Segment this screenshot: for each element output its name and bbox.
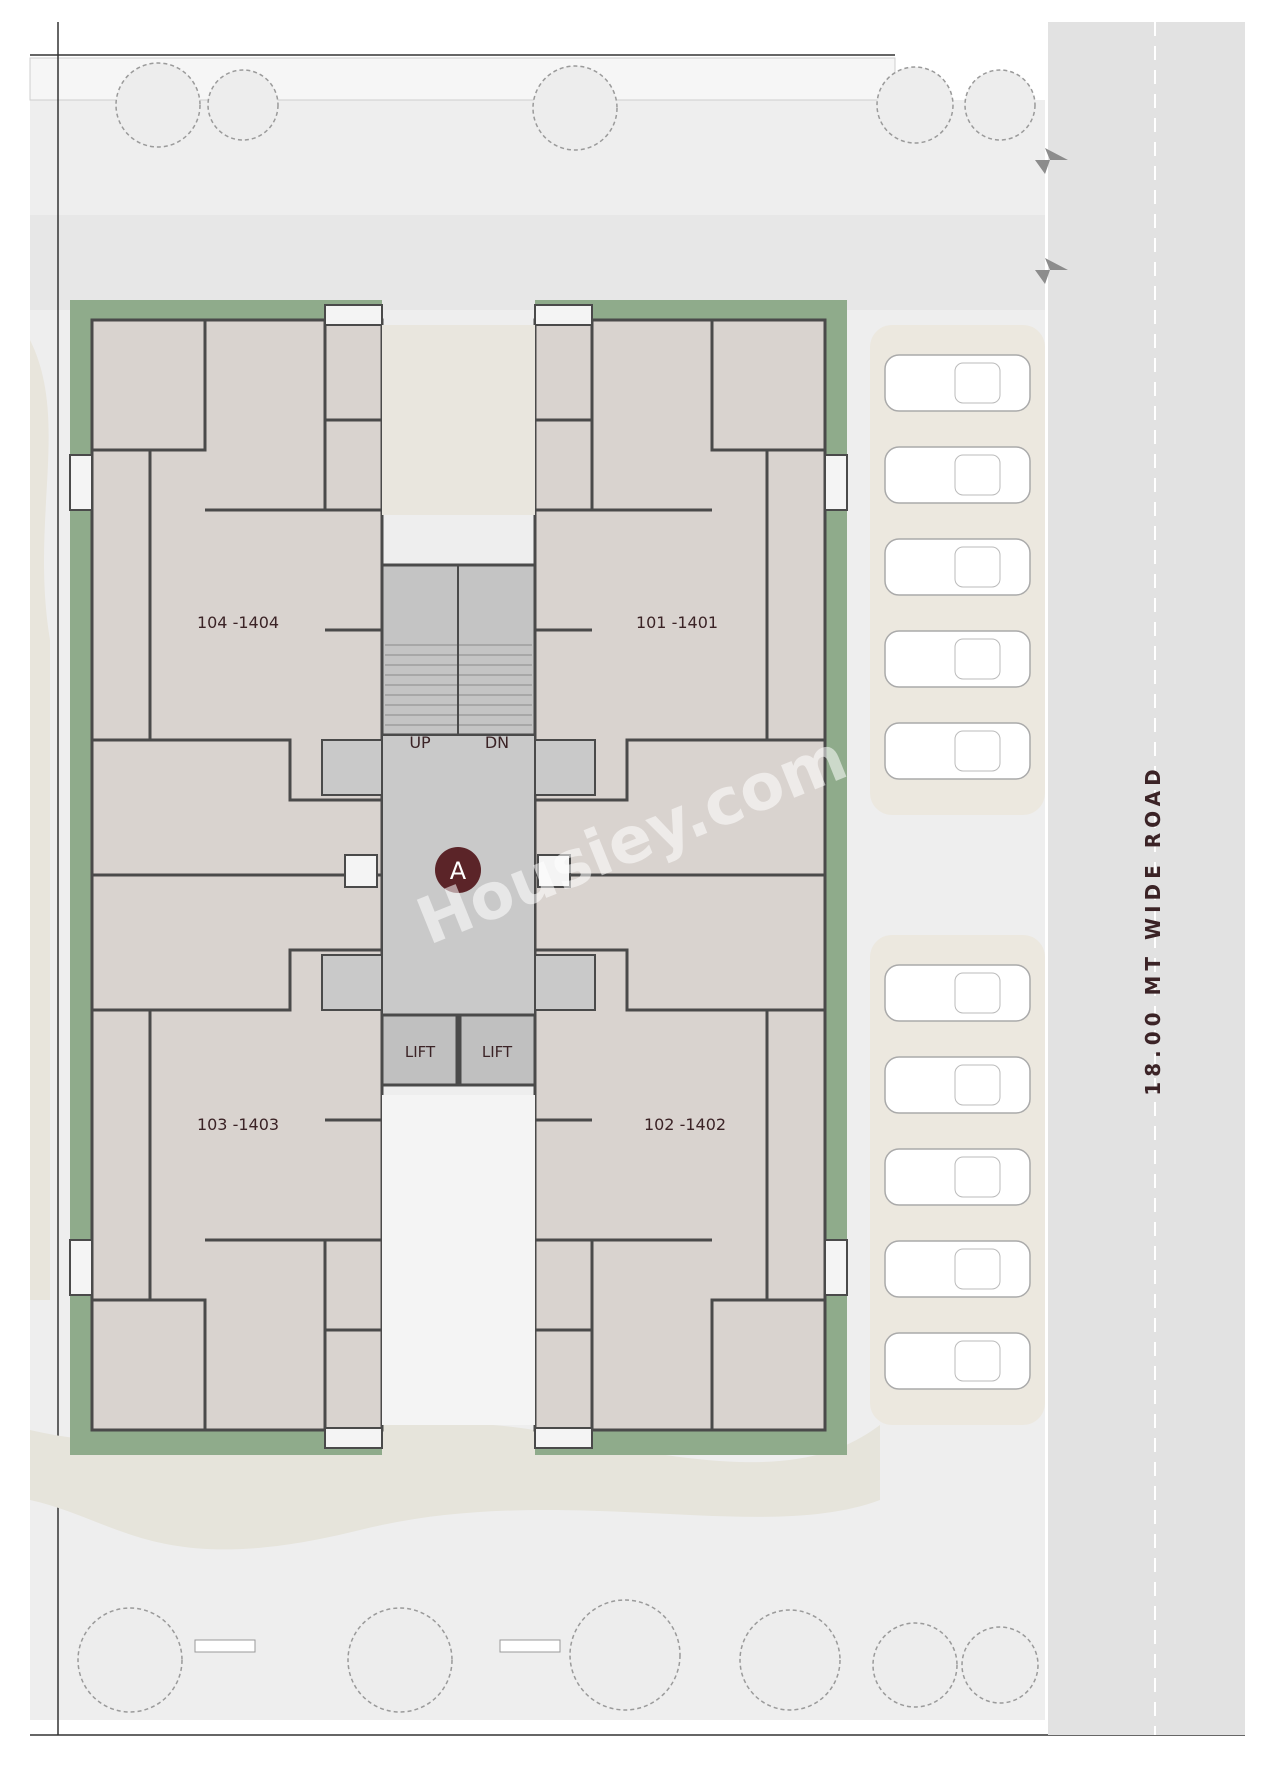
entrance-court-bottom bbox=[382, 1095, 535, 1425]
car-icon bbox=[884, 1332, 1031, 1390]
lift-left bbox=[380, 1013, 459, 1087]
north-arrow-icon bbox=[1035, 148, 1068, 174]
trees bbox=[77, 62, 1039, 1713]
road bbox=[1048, 22, 1245, 1735]
shafts bbox=[69, 304, 848, 1449]
tree-icon bbox=[961, 1626, 1039, 1704]
entrance-court-top bbox=[382, 325, 535, 515]
tree-icon bbox=[207, 69, 279, 141]
site-upper-strip bbox=[30, 215, 1045, 310]
tree-icon bbox=[872, 1622, 958, 1708]
tree-icon bbox=[739, 1609, 841, 1711]
car-icon bbox=[884, 722, 1031, 780]
stairs-up-label: UP bbox=[409, 733, 431, 752]
tree-icon bbox=[876, 66, 954, 144]
lobby-wing-left-lower bbox=[321, 954, 383, 1011]
lift-right bbox=[458, 1013, 537, 1087]
lift-right-label: LIFT bbox=[482, 1043, 513, 1061]
lobby-wing-right-lower bbox=[534, 954, 596, 1011]
tree-icon bbox=[532, 65, 618, 151]
lobby-wing-right bbox=[534, 739, 596, 796]
car-icon bbox=[884, 1148, 1031, 1206]
unit-label-102: 102 -1402 bbox=[644, 1115, 726, 1134]
car-icon bbox=[884, 538, 1031, 596]
road-label: 18.00 MT WIDE ROAD bbox=[1141, 764, 1165, 1095]
tree-icon bbox=[77, 1607, 183, 1713]
lobby-wing-left bbox=[321, 739, 383, 796]
duct-left bbox=[344, 854, 378, 888]
car-icon bbox=[884, 964, 1031, 1022]
unit-label-103: 103 -1403 bbox=[197, 1115, 279, 1134]
parking-cars bbox=[884, 354, 1031, 1390]
car-icon bbox=[884, 1056, 1031, 1114]
stair-treads bbox=[385, 565, 532, 735]
tree-icon bbox=[569, 1599, 681, 1711]
car-icon bbox=[884, 354, 1031, 412]
north-arrow-icon bbox=[1035, 258, 1068, 284]
stairs-down-label: DN bbox=[485, 733, 509, 752]
landscape-left-edge bbox=[30, 340, 50, 1300]
duct-right bbox=[537, 854, 571, 888]
unit-label-101: 101 -1401 bbox=[636, 613, 718, 632]
car-icon bbox=[884, 446, 1031, 504]
bench-icon bbox=[194, 1639, 561, 1653]
tree-icon bbox=[347, 1607, 453, 1713]
interior-walls bbox=[92, 320, 825, 1430]
building-marker-label: A bbox=[450, 857, 467, 885]
car-icon bbox=[884, 1240, 1031, 1298]
unit-label-104: 104 -1404 bbox=[197, 613, 279, 632]
building-marker bbox=[435, 847, 481, 893]
car-icon bbox=[884, 630, 1031, 688]
lift-left-label: LIFT bbox=[405, 1043, 436, 1061]
tree-icon bbox=[964, 69, 1036, 141]
tree-icon bbox=[115, 62, 201, 148]
